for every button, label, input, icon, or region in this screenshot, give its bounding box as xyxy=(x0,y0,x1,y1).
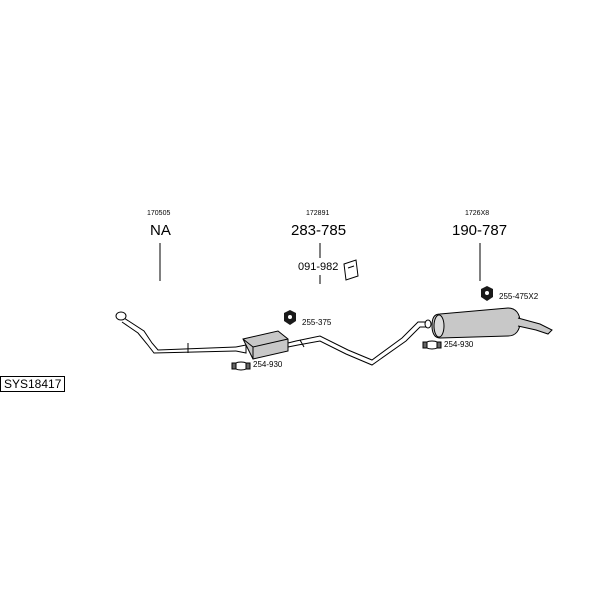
clamp-front-shape xyxy=(231,361,251,371)
front-pipe-ref: 170505 xyxy=(147,210,171,217)
clamp-rear-shape xyxy=(422,340,442,350)
rear-muffler-part-number[interactable]: 190-787 xyxy=(452,222,508,239)
system-code-badge: SYS18417 xyxy=(0,376,66,392)
clamp-rear-part-number[interactable]: 254-930 xyxy=(444,340,474,349)
rear-muffler xyxy=(431,307,553,339)
bracket-shape xyxy=(343,259,359,281)
clamp-front-part-number[interactable]: 254-930 xyxy=(253,360,283,369)
middle-silencer-ref: 172891 xyxy=(306,210,330,217)
bracket-part-number[interactable]: 091-982 xyxy=(298,261,339,273)
middle-silencer xyxy=(235,330,289,360)
front-pipe xyxy=(115,311,237,354)
rear-muffler-ref: 1726X8 xyxy=(465,210,490,217)
gasket-rear-shape xyxy=(481,286,493,301)
gasket-rear-part-number[interactable]: 255-475X2 xyxy=(499,292,539,301)
front-pipe-part-number[interactable]: NA xyxy=(150,222,171,239)
intermediate-pipe xyxy=(287,319,432,366)
middle-silencer-part-number[interactable]: 283-785 xyxy=(291,222,347,239)
gasket-middle-part-number[interactable]: 255-375 xyxy=(302,318,332,327)
gasket-middle-shape xyxy=(284,310,296,325)
